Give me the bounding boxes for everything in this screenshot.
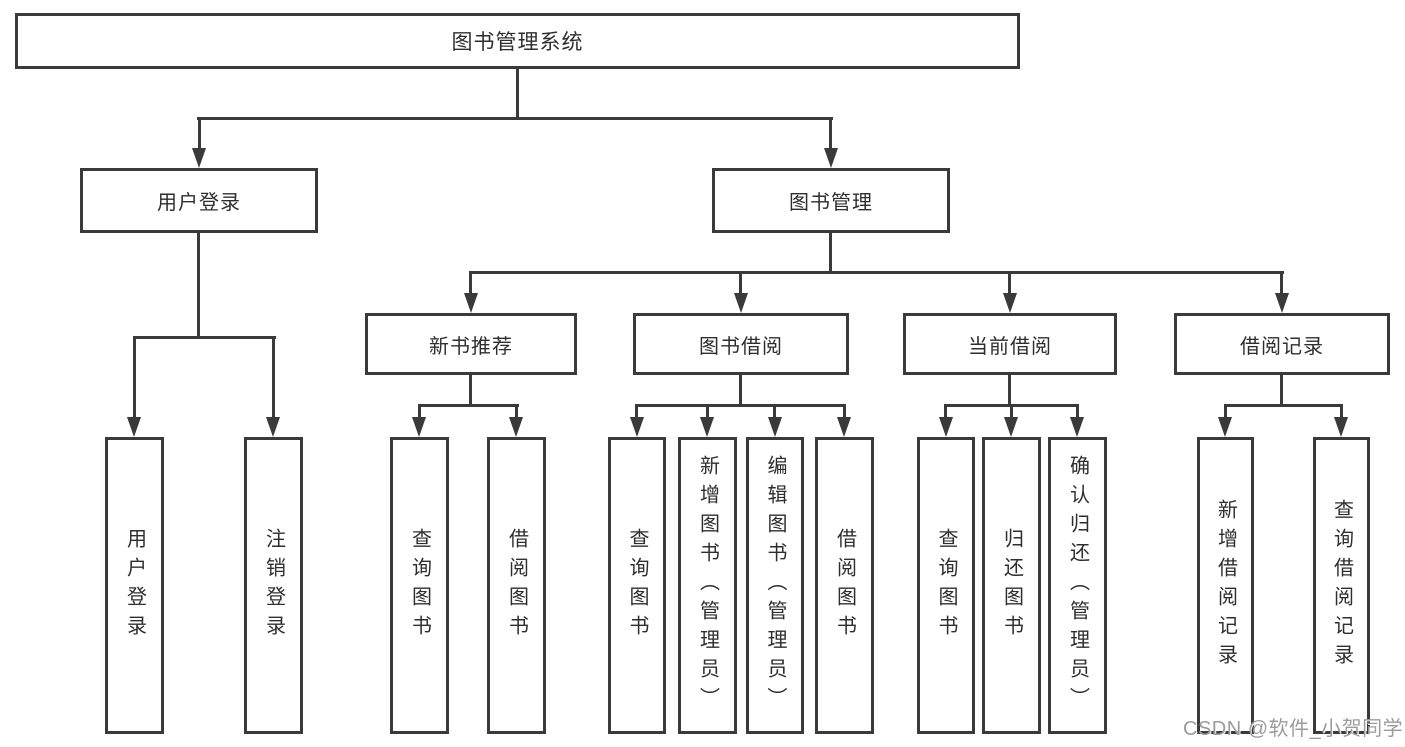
leaf-node-query-books: 查询图书 xyxy=(917,437,975,734)
connector-line xyxy=(272,336,275,419)
connector-line xyxy=(469,271,472,295)
leaf-node-label: 新增图书（管理员） xyxy=(696,455,719,716)
arrow-down-icon xyxy=(939,417,953,437)
connector-line xyxy=(197,117,833,120)
arrow-down-icon xyxy=(734,293,748,313)
watermark: CSDN @软件_小贺同学 xyxy=(1183,718,1404,740)
connector-line xyxy=(1280,271,1283,295)
connector-line xyxy=(773,404,776,420)
connector-line xyxy=(829,233,832,273)
leaf-node-label: 新增借阅记录 xyxy=(1214,498,1237,673)
arrow-down-icon xyxy=(1334,417,1348,437)
connector-line xyxy=(469,375,472,406)
leaf-node-return-books: 归还图书 xyxy=(982,437,1041,734)
leaf-node-edit-books-admin: 编辑图书（管理员） xyxy=(746,437,804,734)
leaf-node-borrow-books: 借阅图书 xyxy=(815,437,874,734)
arrow-down-icon xyxy=(1275,293,1289,313)
section-node-current-borrow: 当前借阅 xyxy=(903,313,1117,375)
connector-line xyxy=(1224,404,1227,420)
connector-line xyxy=(944,404,947,420)
connector-line xyxy=(635,404,638,420)
leaf-node-query-books: 查询图书 xyxy=(608,437,666,734)
connector-line xyxy=(197,233,200,338)
connector-line xyxy=(418,404,519,407)
connector-line xyxy=(843,404,846,420)
section-node-label: 借阅记录 xyxy=(1240,335,1324,358)
connector-line xyxy=(739,375,742,406)
section-node-book-borrow: 图书借阅 xyxy=(633,313,849,375)
leaf-node-label: 借阅图书 xyxy=(833,527,856,644)
section-node-new-book-recommend: 新书推荐 xyxy=(365,313,577,375)
arrow-down-icon xyxy=(1004,417,1018,437)
connector-line xyxy=(706,404,709,420)
leaf-node-label: 注销登录 xyxy=(262,527,285,644)
connector-line xyxy=(133,336,136,419)
connector-line xyxy=(133,336,276,339)
section-node-borrow-records: 借阅记录 xyxy=(1174,313,1390,375)
leaf-node-add-borrow-record: 新增借阅记录 xyxy=(1197,437,1254,734)
connector-line xyxy=(1076,404,1079,420)
arrow-down-icon xyxy=(412,417,426,437)
connector-line xyxy=(1224,404,1343,407)
leaf-node-label: 查询图书 xyxy=(626,527,648,644)
arrow-down-icon xyxy=(768,417,782,437)
branch-node-user-login: 用户登录 xyxy=(80,168,318,233)
leaf-node-label: 查询借阅记录 xyxy=(1330,498,1353,673)
connector-line xyxy=(1010,404,1013,420)
leaf-node-label: 归还图书 xyxy=(1000,527,1023,644)
leaf-node-user-login: 用户登录 xyxy=(105,437,164,734)
arrow-down-icon xyxy=(509,417,523,437)
leaf-node-label: 查询图书 xyxy=(408,527,431,644)
root-node: 图书管理系统 xyxy=(15,13,1020,69)
arrow-down-icon xyxy=(837,417,851,437)
leaf-node-confirm-return-admin: 确认归还（管理员） xyxy=(1048,437,1107,734)
branch-node-label: 图书管理 xyxy=(789,192,873,214)
connector-line xyxy=(739,271,742,295)
leaf-node-label: 借阅图书 xyxy=(505,527,528,644)
connector-line xyxy=(418,404,421,420)
section-node-label: 当前借阅 xyxy=(968,335,1052,358)
leaf-node-label: 用户登录 xyxy=(123,527,146,644)
connector-line xyxy=(515,404,518,420)
connector-line xyxy=(1008,375,1011,406)
leaf-node-query-borrow-record: 查询借阅记录 xyxy=(1313,437,1370,734)
leaf-node-logout: 注销登录 xyxy=(244,437,303,734)
arrow-down-icon xyxy=(1003,293,1017,313)
arrow-down-icon xyxy=(1070,417,1084,437)
branch-node-book-management: 图书管理 xyxy=(712,168,950,233)
arrow-down-icon xyxy=(630,417,644,437)
branch-node-label: 用户登录 xyxy=(157,192,241,214)
connector-line xyxy=(1008,271,1011,295)
connector-line xyxy=(469,271,1284,274)
leaf-node-label: 编辑图书（管理员） xyxy=(764,455,786,716)
arrow-down-icon xyxy=(824,148,838,168)
section-node-label: 图书借阅 xyxy=(699,335,783,358)
arrow-down-icon xyxy=(192,148,206,168)
connector-line xyxy=(636,404,846,407)
connector-line xyxy=(516,68,519,118)
arrow-down-icon xyxy=(1218,417,1232,437)
arrow-down-icon xyxy=(266,417,280,437)
connector-line xyxy=(1280,375,1283,406)
arrow-down-icon xyxy=(464,293,478,313)
leaf-node-borrow-books: 借阅图书 xyxy=(487,437,546,734)
connector-line xyxy=(829,117,832,150)
connector-line xyxy=(1340,404,1343,420)
leaf-node-label: 查询图书 xyxy=(935,527,957,644)
connector-line xyxy=(198,117,201,150)
leaf-node-label: 确认归还（管理员） xyxy=(1066,455,1089,716)
arrow-down-icon xyxy=(127,417,141,437)
arrow-down-icon xyxy=(700,417,714,437)
root-node-label: 图书管理系统 xyxy=(451,31,584,54)
leaf-node-add-books-admin: 新增图书（管理员） xyxy=(678,437,737,734)
leaf-node-query-books: 查询图书 xyxy=(390,437,449,734)
section-node-label: 新书推荐 xyxy=(429,335,513,358)
